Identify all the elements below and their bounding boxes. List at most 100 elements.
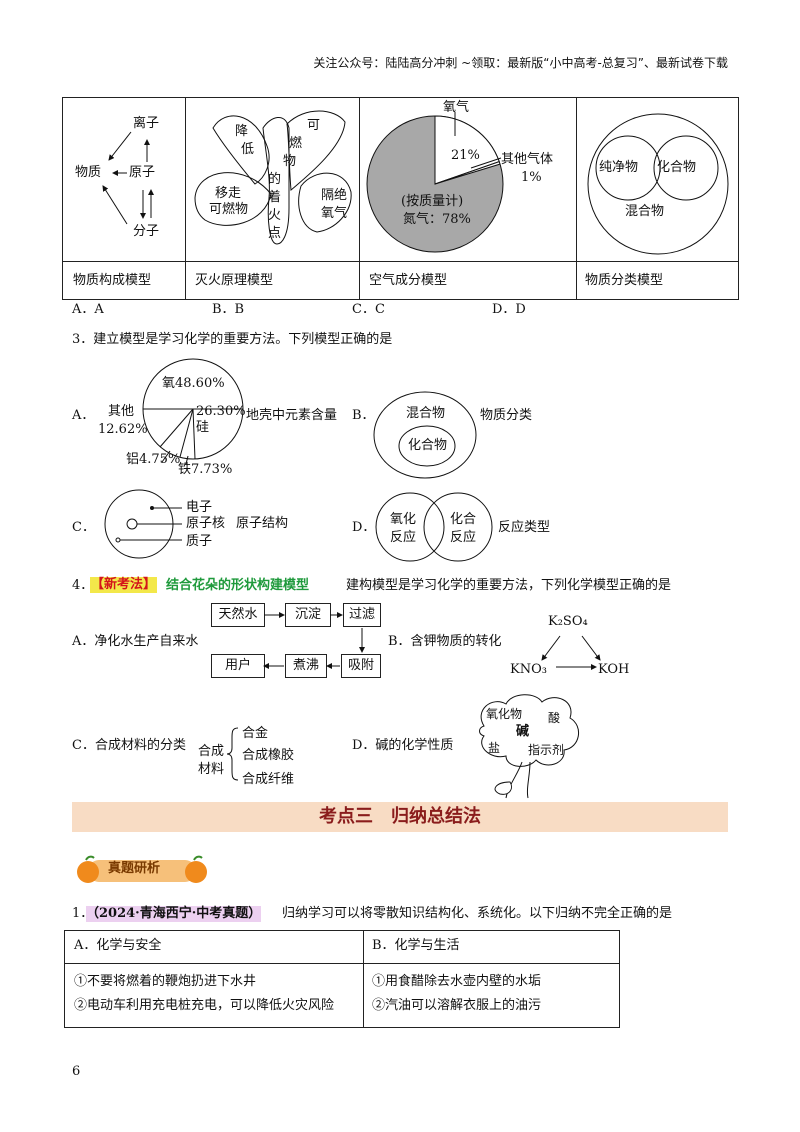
venn-ox-label-2: 反应	[390, 530, 417, 545]
crust-caption: 地壳中元素含量	[246, 408, 338, 423]
atom-electron-label: 电子	[186, 500, 213, 515]
potassium-sulfate-label: K₂SO₄	[548, 614, 588, 629]
venn-co-label-2: 反应	[450, 530, 477, 545]
label-others-pct: 1%	[521, 170, 542, 185]
label-remove-1: 移走	[215, 186, 242, 201]
flower-salt-label: 盐	[488, 741, 501, 755]
label-combust-2: 燃	[289, 136, 303, 151]
flow-arrows	[263, 612, 365, 669]
q2-option-c[interactable]: C．C	[352, 302, 385, 317]
potassium-hydroxide-label: KOH	[598, 662, 630, 677]
q4-number: 4．	[72, 578, 94, 593]
caption-air-composition: 空气成分模型	[369, 273, 448, 288]
pie-fe-label: 铁7.73%	[178, 462, 233, 477]
label-atom: 原子	[129, 165, 156, 180]
flow-sedimentation: 沉淀	[285, 603, 331, 627]
flow-natural-water: 天然水	[211, 603, 265, 627]
synthetic-item-rubber: 合成橡胶	[242, 748, 295, 763]
q1-b-heading: B．化学与生活	[372, 938, 460, 953]
label-combust-4: 的	[268, 172, 282, 187]
nested-inner-label: 化合物	[408, 438, 448, 453]
q3-option-a[interactable]: A．	[72, 408, 95, 423]
pie-others-label-1: 其他	[108, 404, 135, 419]
label-compound: 化合物	[657, 160, 697, 175]
matter-structure-diagram	[102, 131, 154, 225]
fire-extinguish-diagram	[194, 110, 352, 245]
classification-brace	[226, 727, 239, 781]
q2-option-d[interactable]: D．D	[492, 302, 526, 317]
label-pure: 纯净物	[599, 160, 639, 175]
venn-co-label-1: 化合	[450, 512, 477, 527]
nested-outer-label: 混合物	[406, 406, 446, 421]
flower-acid-label: 酸	[548, 711, 561, 725]
venn-caption: 反应类型	[498, 520, 551, 535]
synthetic-materials-label-1: 合成	[198, 744, 225, 759]
label-combust-5: 着	[268, 190, 282, 205]
caption-matter-classification: 物质分类模型	[585, 273, 664, 288]
pie-oxygen-label: 氧48.60%	[162, 376, 225, 391]
flower-indicator-label: 指示剂	[528, 743, 565, 757]
page-number: 6	[72, 1064, 81, 1079]
section-banner: 考点三 归纳总结法	[72, 802, 728, 832]
badge-label: 真题研析	[108, 861, 161, 876]
base-properties-flower	[479, 694, 579, 799]
q2-option-b[interactable]: B．B	[212, 302, 245, 317]
label-basis: (按质量计)	[401, 194, 464, 209]
atom-nucleus-label: 原子核	[186, 516, 226, 531]
flow-user: 用户	[211, 654, 265, 678]
q2-option-a[interactable]: A．A	[72, 302, 104, 317]
q4-new-method-tag: 【新考法】	[90, 577, 158, 593]
q1-a-heading: A．化学与安全	[74, 938, 162, 953]
q4-option-a[interactable]: A．净化水生产自来水	[72, 634, 199, 649]
venn-ox-label-1: 氧化	[390, 512, 417, 527]
synthetic-item-fiber: 合成纤维	[242, 772, 295, 787]
label-molecule: 分子	[133, 224, 160, 239]
q3-option-b[interactable]: B．	[352, 408, 375, 423]
potassium-nitrate-label: KNO₃	[510, 662, 547, 677]
q1-source: （2024·青海西宁·中考真题）	[86, 906, 262, 922]
q4-option-c[interactable]: C．合成材料的分类	[72, 738, 186, 753]
label-ion: 离子	[133, 116, 160, 131]
section-title: 考点三 归纳总结法	[319, 806, 481, 827]
pie-si-label: 硅	[196, 420, 210, 435]
label-matter: 物质	[75, 165, 102, 180]
flower-base-label: 碱	[516, 724, 530, 739]
q4-option-b[interactable]: B．含钾物质的转化	[388, 634, 502, 649]
q1-stem: 归纳学习可以将零散知识结构化、系统化。以下归纳不完全正确的是	[282, 906, 673, 921]
label-combust-7: 点	[268, 226, 282, 241]
q4-stem: 建构模型是学习化学的重要方法，下列化学模型正确的是	[346, 578, 672, 593]
q4-option-d[interactable]: D．碱的化学性质	[352, 738, 454, 753]
label-combust-1: 可	[307, 118, 321, 133]
badge-background	[77, 855, 207, 883]
q1-b-item-2: ②汽油可以溶解衣服上的油污	[372, 998, 542, 1013]
flow-boiling: 煮沸	[285, 654, 327, 678]
label-nitrogen: 氮气：78%	[403, 212, 471, 227]
label-oxygen: 氧气	[443, 100, 470, 115]
label-others: 其他气体	[501, 152, 554, 167]
label-isolate-1: 隔绝	[321, 188, 348, 203]
label-remove-2: 可燃物	[209, 202, 249, 217]
q1-b-item-1: ①用食醋除去水壶内壁的水垢	[372, 974, 542, 989]
q3-stem: 3．建立模型是学习化学的重要方法。下列模型正确的是	[72, 332, 393, 347]
potassium-conversion-arrows	[541, 635, 601, 670]
synthetic-item-alloy: 合金	[242, 726, 269, 741]
matter-classification-diagram	[587, 113, 729, 255]
q1-table	[64, 930, 620, 1028]
q4-method-title: 结合花朵的形状构建模型	[166, 578, 310, 593]
caption-matter-structure: 物质构成模型	[73, 273, 152, 288]
label-combust-3: 物	[283, 154, 297, 169]
air-composition-pie	[366, 112, 504, 253]
flower-oxide-label: 氧化物	[486, 707, 523, 721]
q1-a-item-2: ②电动车利用充电桩充电，可以降低火灾风险	[74, 998, 335, 1013]
page-header: 关注公众号：陆陆高分冲刺 ~领取：最新版“小中高考-总复习”、最新试卷下载	[313, 56, 728, 70]
q3-option-c[interactable]: C．	[72, 520, 95, 535]
crust-elements-pie	[142, 358, 244, 465]
label-lower-2: 低	[241, 142, 255, 157]
label-oxygen-pct: 21%	[451, 148, 480, 163]
label-isolate-2: 氧气	[321, 206, 348, 221]
q3-option-d[interactable]: D．	[352, 520, 376, 535]
atom-structure-diagram	[104, 489, 182, 559]
label-mixture: 混合物	[625, 204, 665, 219]
atom-proton-label: 质子	[186, 534, 213, 549]
classification-nested-diagram	[373, 391, 477, 479]
